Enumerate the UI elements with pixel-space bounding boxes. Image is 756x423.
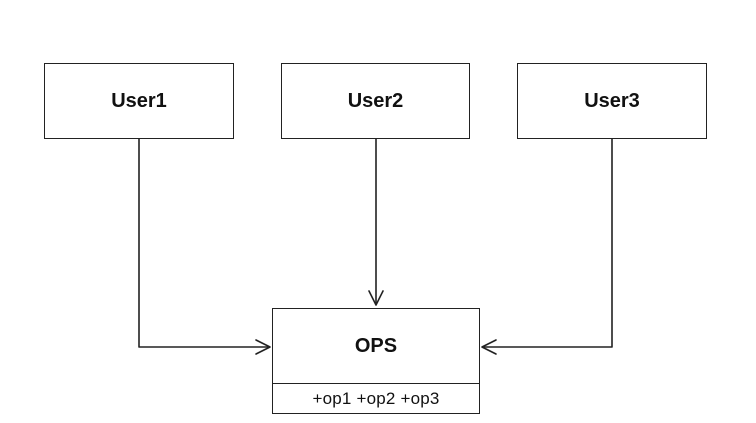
edge-user3-ops	[483, 138, 613, 348]
arrowhead-user1-icon	[255, 339, 271, 355]
user1-node: User1	[44, 63, 234, 139]
user3-node: User3	[517, 63, 707, 139]
ops-class-node: OPS +op1 +op2 +op3	[272, 308, 480, 414]
user2-label: User2	[347, 89, 404, 112]
user2-node: User2	[281, 63, 470, 139]
user1-label: User1	[111, 89, 167, 112]
ops-class-operations: +op1 +op2 +op3	[312, 388, 440, 408]
edge-user1-ops	[138, 138, 269, 348]
user3-label: User3	[584, 89, 640, 112]
ops-class-name: OPS	[273, 309, 479, 384]
arrowhead-user2-icon	[368, 290, 384, 306]
arrowhead-user3-icon	[481, 339, 497, 355]
